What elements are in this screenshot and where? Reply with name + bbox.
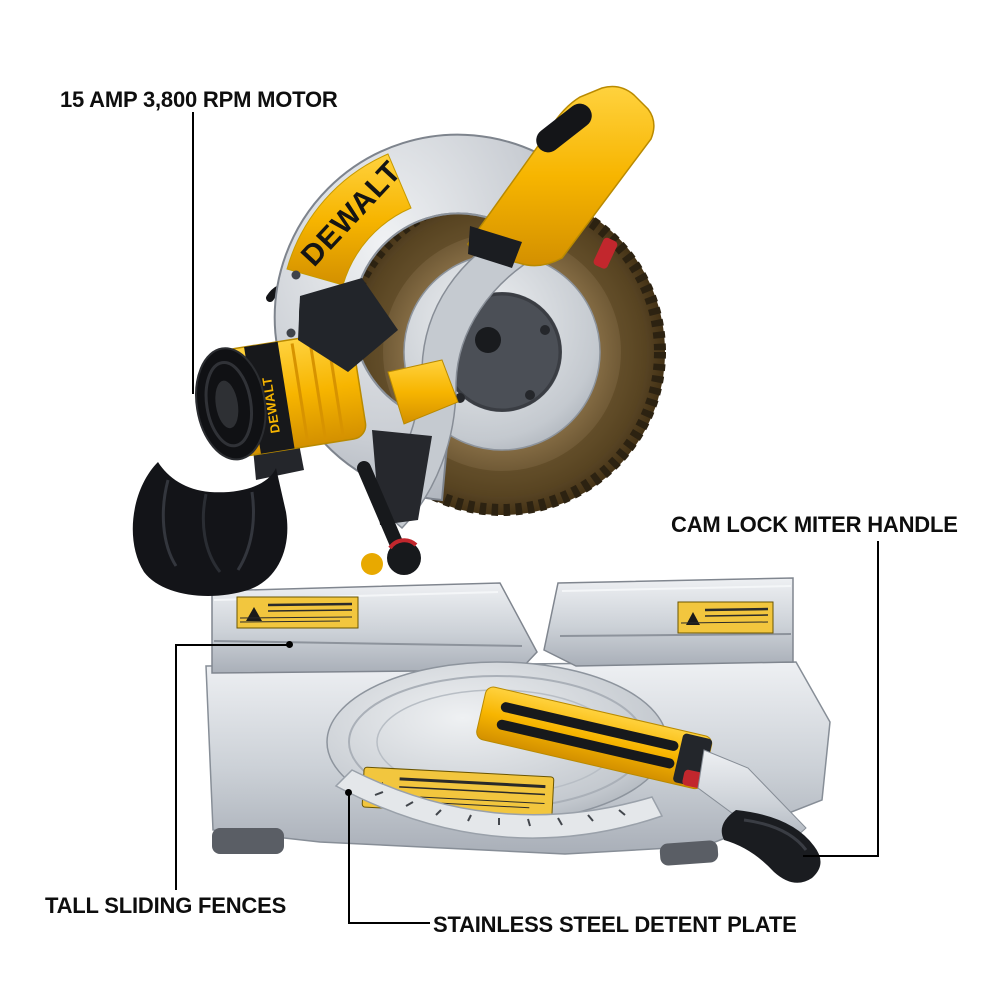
arbor-bolt <box>475 327 501 353</box>
leader-line-motor <box>192 112 194 394</box>
fence-right-groove <box>559 633 792 637</box>
leader-dot-fences <box>286 641 293 648</box>
guard-brand-band <box>286 153 412 286</box>
miter-arm-slot <box>496 719 675 769</box>
lower-guard-link <box>372 430 432 525</box>
bevel-knob <box>387 541 421 575</box>
pivot-arm <box>298 225 546 575</box>
warning-triangle-icon <box>686 612 700 625</box>
callout-detent-plate-label: STAINLESS STEEL DETENT PLATE <box>433 912 797 937</box>
fence-right-highlight <box>561 585 792 592</box>
leader-line-detent-horizontal <box>348 922 430 924</box>
detent-plate-ticks <box>374 791 626 827</box>
warning-label-right <box>677 601 774 634</box>
bevel-knob-red-ring <box>388 538 418 550</box>
callout-motor-label: 15 AMP 3,800 RPM MOTOR <box>60 87 338 112</box>
pivot-yellow <box>361 553 383 575</box>
miter-handle-grip <box>721 810 821 883</box>
callout-miter-handle-label: CAM LOCK MITER HANDLE <box>671 512 958 537</box>
handle-slot <box>536 103 592 153</box>
fence-left-groove <box>213 640 523 647</box>
base-foot-left <box>212 828 284 854</box>
leader-dot-detent <box>345 789 352 796</box>
saw-base <box>205 577 831 883</box>
trigger-area <box>468 226 522 268</box>
leader-line-detent-vertical <box>348 793 350 924</box>
arm-yellow-casting <box>387 359 459 425</box>
grip-highlight <box>743 818 808 851</box>
miter-arm-slot <box>500 702 679 751</box>
return-spring <box>357 461 407 559</box>
fence-right <box>543 577 794 667</box>
warning-label-left <box>236 596 359 629</box>
leader-line-miter-handle-horizontal <box>803 855 879 857</box>
detent-plate <box>334 769 664 839</box>
motor: DEWALT <box>195 331 367 461</box>
top-handle <box>467 85 655 268</box>
leader-line-miter-handle-vertical <box>877 541 879 857</box>
leader-line-fences-horizontal <box>175 644 289 646</box>
base-foot-right <box>659 840 719 866</box>
leader-line-fences-vertical <box>175 644 177 890</box>
arm-black-bracket <box>298 278 398 372</box>
callout-fences-label: TALL SLIDING FENCES <box>45 893 287 918</box>
red-vent <box>593 237 618 269</box>
